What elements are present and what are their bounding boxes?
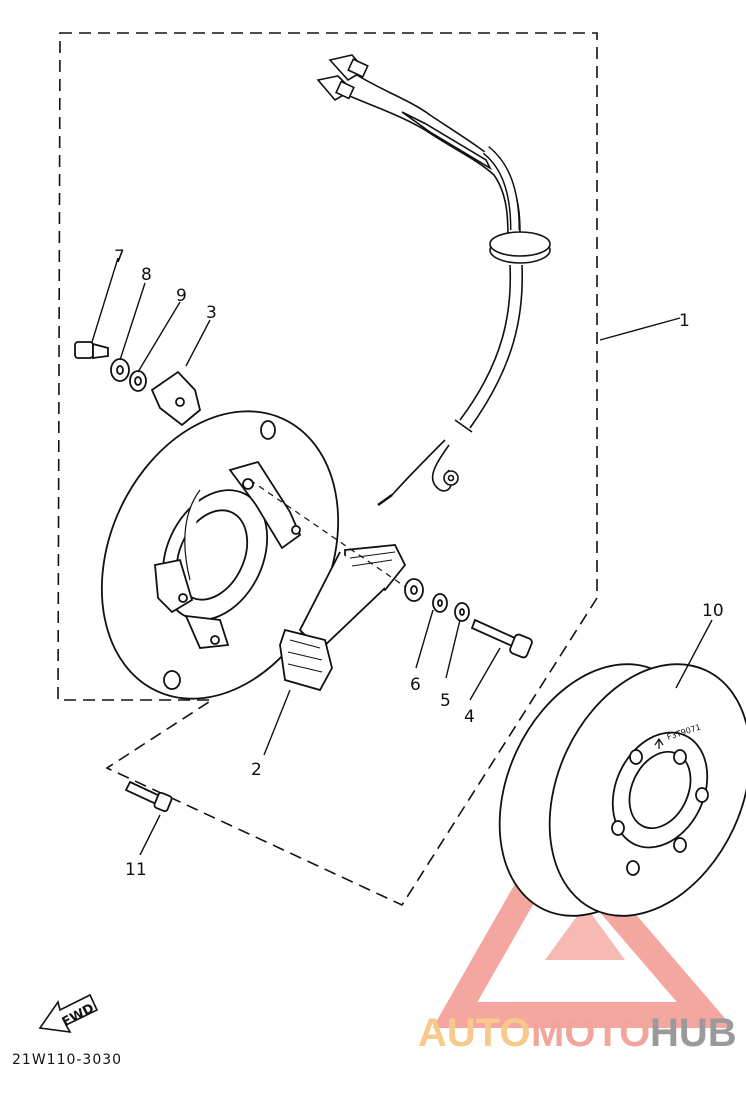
screw-part4 [470, 618, 533, 659]
watermark-moto: MOTO [531, 1011, 650, 1055]
callout-1: 1 [679, 311, 690, 331]
callout-9: 9 [176, 286, 187, 306]
callout-3: 3 [206, 303, 217, 323]
wire-harness [339, 71, 551, 507]
bracket-part3 [150, 370, 202, 427]
washer-part9 [129, 370, 147, 392]
nut-part6 [404, 578, 424, 602]
screw-part7 [74, 341, 109, 360]
stator-base-plate [100, 410, 340, 700]
callout-5: 5 [440, 691, 451, 711]
leader-lines [91, 257, 713, 856]
assembly-boundary [57, 32, 598, 907]
callout-7: 7 [114, 247, 125, 267]
washer-part5b [454, 602, 470, 622]
rotor-logo-icon [654, 737, 664, 749]
watermark-auto: AUTO [418, 1011, 531, 1055]
callout-6: 6 [410, 675, 421, 695]
drawing-code: 21W110-3030 [12, 1052, 122, 1068]
callout-11: 11 [125, 860, 147, 880]
callout-2: 2 [251, 760, 262, 780]
washer-part5 [432, 593, 448, 613]
washer-part8 [110, 358, 130, 382]
watermark-logo [432, 817, 734, 1028]
callout-8: 8 [141, 265, 152, 285]
callout-10: 10 [702, 601, 724, 621]
screw-part11 [124, 780, 173, 813]
flywheel-rotor [498, 663, 746, 917]
wire-connectors [316, 54, 369, 102]
watermark-text: AUTO MOTO HUB [418, 1011, 737, 1055]
watermark-hub: HUB [650, 1011, 737, 1055]
callout-4: 4 [464, 707, 475, 727]
fwd-arrow-icon: FWD [38, 993, 99, 1034]
